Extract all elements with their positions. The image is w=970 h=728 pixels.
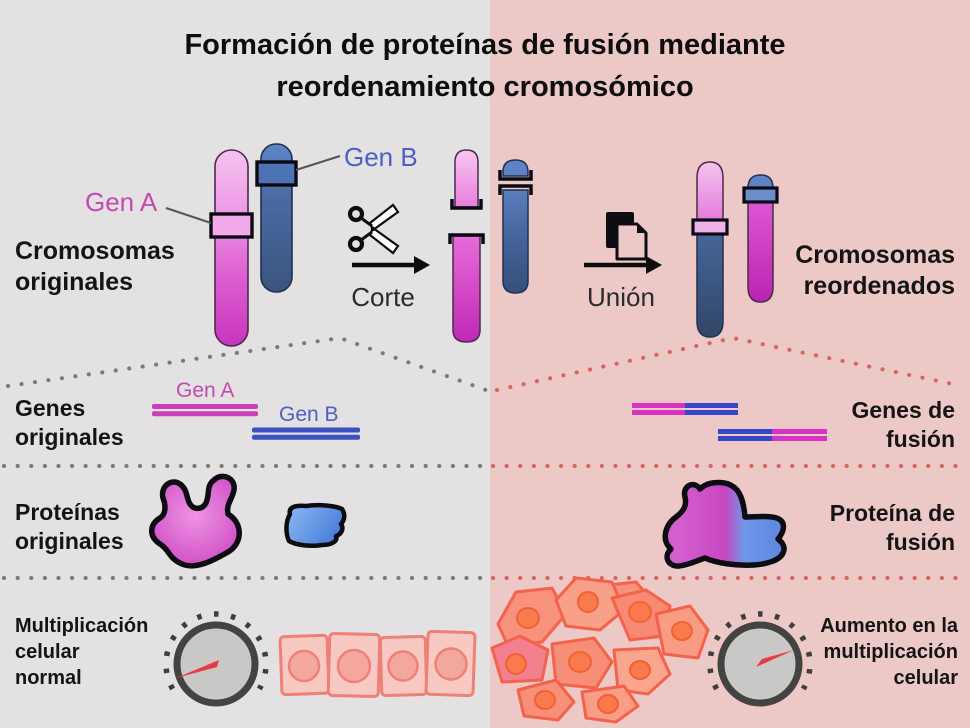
gene-b-leader-line — [295, 155, 341, 171]
gene-a-leader-line — [165, 207, 212, 224]
caption-proteinas-originales: Proteínas originales — [15, 499, 124, 554]
original-pink-protein — [149, 473, 242, 569]
dial-gauge-high — [707, 611, 813, 707]
gene-b-bar — [252, 427, 360, 440]
normal-cell-row — [278, 629, 477, 699]
tumor-cell-cluster — [490, 576, 710, 724]
original-blue-protein — [284, 502, 347, 549]
gene-b-small-label: Gen B — [279, 403, 339, 426]
original-pink-chromosome — [209, 149, 254, 347]
gene-a-label: Gen A — [85, 187, 158, 217]
rearranged-chromosome-blue-pink — [742, 174, 779, 303]
caption-genes-de-fusion: Genes de fusión — [851, 397, 955, 452]
gene-a-small-label: Gen A — [176, 379, 235, 402]
page-title: Formación de proteínas de fusión mediant… — [0, 24, 970, 108]
gene-a-marker-box — [209, 212, 254, 239]
caption-aumento-multiplicacion: Aumento en la multiplicación celular — [820, 615, 958, 689]
title-line-2: reordenamiento cromosómico — [276, 71, 694, 103]
fusion-gene-bar-1 — [632, 403, 738, 415]
fusion-gene-bar-2 — [718, 429, 827, 441]
gene-a-bar — [152, 404, 258, 417]
dotted-funnel-right — [495, 335, 964, 392]
caption-proteina-de-fusion: Proteína de fusión — [829, 500, 955, 555]
gauge-needle-low — [176, 660, 219, 678]
title-line-1: Formación de proteínas de fusión mediant… — [184, 29, 786, 61]
rearranged-chromosome-pink-blue — [691, 161, 729, 338]
cut-blue-chromosome — [498, 159, 533, 294]
copy-pages-icon — [606, 212, 648, 261]
gauge-needle-high — [756, 650, 794, 667]
caption-genes-originales: Genes originales — [15, 395, 124, 450]
fusion-protein — [662, 479, 787, 569]
gene-b-label: Gen B — [344, 142, 418, 172]
caption-multiplicacion-normal: Multiplicación celular normal — [15, 615, 149, 689]
scissors-icon — [347, 203, 400, 255]
union-step-label: Unión — [587, 282, 655, 312]
caption-cromosomas-reordenados: Cromosomas reordenados — [795, 241, 955, 300]
gene-b-marker-box — [255, 160, 298, 187]
dotted-funnel-left — [6, 335, 488, 392]
join-arrow-icon — [584, 256, 662, 274]
dial-gauge-normal — [163, 611, 269, 707]
cut-pink-chromosome — [448, 149, 485, 343]
cut-arrow-icon — [352, 256, 430, 274]
original-blue-chromosome — [255, 143, 298, 293]
corte-step-label: Corte — [351, 282, 415, 312]
caption-cromosomas-originales: Cromosomas originales — [15, 237, 175, 296]
